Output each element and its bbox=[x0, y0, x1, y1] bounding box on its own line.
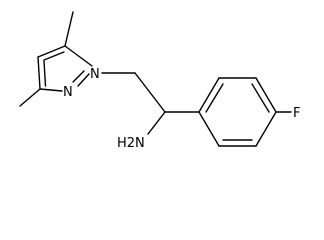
bond-n2-n1-inner bbox=[72, 70, 85, 83]
molecule-drawing: N N F H2N bbox=[19, 11, 300, 151]
structure-diagram: N N F H2N bbox=[19, 11, 300, 151]
bond-ph-inner-2 bbox=[251, 83, 270, 113]
bond-c3-n2 bbox=[39, 88, 63, 92]
atom-n2-label: N bbox=[63, 85, 73, 100]
bond-ph-4 bbox=[255, 77, 277, 113]
bond-c5-methyl bbox=[64, 11, 74, 47]
bond-ph-6 bbox=[198, 77, 220, 113]
bond-c5-c4-inner bbox=[43, 51, 65, 61]
atom-n1-label: N bbox=[90, 67, 100, 82]
bond-ph-3 bbox=[255, 111, 277, 147]
bond-n2-n1 bbox=[77, 73, 90, 87]
bond-n1-c5 bbox=[64, 45, 93, 67]
bond-ph-inner-3 bbox=[205, 83, 224, 113]
bond-c4-c3 bbox=[37, 56, 41, 90]
bond-c5-c4 bbox=[37, 45, 66, 58]
bond-c4-c3-inner bbox=[43, 60, 47, 87]
bond-ch-nh2 bbox=[147, 111, 166, 135]
bond-ph-1 bbox=[198, 111, 220, 147]
atom-f-label: F bbox=[293, 106, 300, 121]
atom-amine-label: H2N bbox=[117, 136, 145, 151]
bond-c3-methyl bbox=[19, 88, 41, 107]
bond-ch2-ch bbox=[134, 72, 166, 113]
